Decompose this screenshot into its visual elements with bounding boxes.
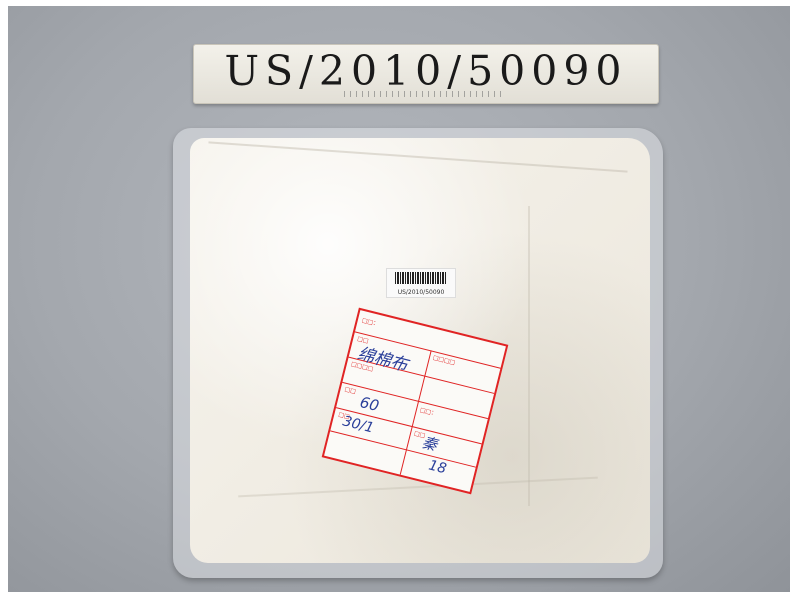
scale-ruler: US/2010/50090 xyxy=(193,44,659,104)
ruler-ticks xyxy=(344,91,504,97)
ruler-code: US/2010/50090 xyxy=(224,47,628,95)
barcode-bars xyxy=(395,272,447,284)
label-field-caption: □□ xyxy=(343,385,357,396)
label-field-caption: □□： xyxy=(419,406,438,418)
photo: US/2010/50090 US/2010/50090 □□： □□ □□□□ … xyxy=(8,6,790,592)
handwriting-mark: 秦 xyxy=(420,433,440,455)
fabric-fold xyxy=(528,206,530,506)
barcode-number: US/2010/50090 xyxy=(397,289,445,296)
label-field-caption: □□： xyxy=(361,316,380,328)
barcode-sticker: US/2010/50090 xyxy=(386,268,456,298)
handwriting-width: 60 xyxy=(358,393,381,416)
handwriting-quantity: 18 xyxy=(426,457,449,478)
